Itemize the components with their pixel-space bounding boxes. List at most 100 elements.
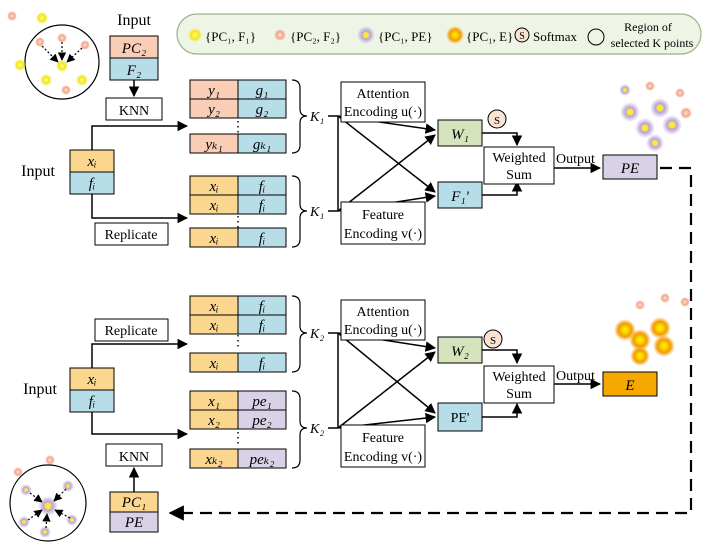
top-neighbor-y1: y₁	[206, 83, 220, 99]
bottom-attention-line2: Encoding u(·)	[344, 323, 422, 338]
legend-region-icon	[587, 28, 605, 46]
top-main-input-label: Input	[21, 163, 55, 180]
top-neighbor-table: y₁ g₁ y₂ g₂ ⋮ yₖ₁ gₖ₁	[189, 79, 287, 154]
bottom-sum-line2: Sum	[506, 387, 532, 402]
bottom-main-input-label: Input	[23, 381, 57, 398]
bottom-nb-xk: xₖ₂	[204, 452, 222, 468]
top-neighbor-gk: gₖ₁	[253, 137, 271, 153]
top-rep-x1: xᵢ	[208, 179, 218, 195]
bottom-k-label-2: K₂	[309, 422, 324, 437]
bottom-weight: W₂	[451, 344, 469, 360]
top-rep-x2: xᵢ	[208, 198, 218, 214]
top-attention-line1: Attention	[357, 87, 410, 102]
legend-item-1: {PC₁, F₁}	[205, 29, 256, 44]
legend-item-2: {PC₂, F₂}	[290, 29, 341, 44]
top-rep-f2: fᵢ	[259, 198, 266, 214]
legend-item-4: {PC₁, E}	[466, 29, 513, 44]
legend-softmax-symbol: S	[519, 31, 525, 42]
top-neighbor-dots: ⋮	[231, 120, 245, 135]
top-feature-out: F₁'	[450, 189, 469, 205]
top-left-point-cloud	[7, 11, 100, 100]
bottom-rep-x1: xᵢ	[208, 299, 218, 315]
bottom-knn-box	[105, 443, 163, 467]
bottom-softmax-icon	[483, 329, 503, 349]
top-brace-2	[291, 175, 308, 248]
bottom-replicate-label: Replicate	[105, 324, 158, 339]
legend: {PC₁, F₁} {PC₂, F₂} {PC₁, PE} {PC₁, E} S…	[176, 13, 702, 55]
bottom-sum-line1: Weighted	[492, 370, 545, 385]
bottom-attention-line1: Attention	[357, 305, 410, 320]
bottom-feature-box	[340, 424, 426, 468]
top-rep-f3: fᵢ	[259, 231, 266, 247]
bottom-neighbor-table: x₁ pe₁ x₂ pe₂ ⋮ xₖ₂ peₖ₂	[189, 390, 287, 469]
legend-region-label-2: selected K points	[611, 36, 694, 50]
legend-yellow-point-icon	[188, 28, 202, 42]
top-rep-dots: ⋮	[231, 215, 245, 230]
bottom-weight-box	[437, 336, 483, 364]
top-output-value: PE	[620, 161, 639, 177]
top-softmax-symbol: S	[494, 115, 500, 127]
bottom-rep-f3: fᵢ	[259, 356, 266, 372]
bottom-rep-f1: fᵢ	[259, 299, 266, 315]
top-brace-1	[291, 79, 308, 154]
bottom-nb-x1: x₁	[207, 394, 220, 410]
bottom-knn-label: KNN	[119, 450, 149, 465]
bottom-brace-1	[291, 295, 308, 373]
legend-region-label-1: Region of	[624, 20, 672, 34]
bottom-replicate-box	[94, 318, 169, 342]
bottom-output-value: E	[624, 378, 634, 394]
bottom-right-point-cloud	[614, 293, 690, 366]
top-attention-line2: Encoding u(·)	[344, 105, 422, 120]
top-output-box	[602, 154, 658, 180]
bottom-nb-x2: x₂	[207, 413, 220, 429]
bottom-input-pc: PC₁	[121, 495, 146, 511]
top-sum-line2: Sum	[506, 168, 532, 183]
bottom-region-circle-icon	[9, 464, 87, 542]
top-fi: fᵢ	[89, 176, 96, 192]
legend-softmax-icon	[514, 27, 530, 43]
bottom-nb-dots: ⋮	[231, 431, 245, 446]
bottom-rep-x2: xᵢ	[208, 318, 218, 334]
top-sum-box	[483, 146, 555, 185]
top-knn-label: KNN	[119, 104, 149, 119]
top-k-label-1: K₁	[309, 110, 324, 125]
top-rep-f1: fᵢ	[259, 179, 266, 195]
top-rep-x3: xᵢ	[208, 231, 218, 247]
bottom-nb-pe1: pe₁	[251, 394, 271, 410]
top-feature-line1: Feature	[362, 208, 404, 223]
bottom-fi: fᵢ	[89, 394, 96, 410]
top-replicate-label: Replicate	[105, 228, 158, 243]
top-feature-out-box	[437, 181, 483, 209]
bottom-k-label-1: K₂	[309, 327, 324, 342]
bottom-nb-pe2: pe₂	[251, 413, 271, 429]
top-attention-box	[340, 81, 426, 123]
top-neighbor-g1: g₁	[256, 83, 269, 99]
bottom-output-label: Output	[556, 369, 595, 384]
legend-orange-point-icon	[274, 29, 286, 41]
bottom-input-pe: PE	[124, 515, 143, 531]
top-sum-line1: Weighted	[492, 151, 545, 166]
bottom-feature-line1: Feature	[362, 431, 404, 446]
bottom-nb-pek: peₖ₂	[249, 452, 275, 468]
bottom-left-point-cloud	[9, 455, 87, 542]
top-feature-line2: Encoding v(·)	[344, 227, 422, 242]
bottom-softmax-symbol: S	[490, 335, 496, 347]
top-output-label: Output	[556, 152, 595, 167]
bottom-feature-line2: Encoding v(·)	[344, 450, 422, 465]
feedback-dashed-connector	[168, 166, 693, 521]
bottom-brace-2	[291, 390, 308, 469]
bottom-rep-f2: fᵢ	[259, 318, 266, 334]
top-neighbor-y2: y₂	[206, 102, 220, 118]
bottom-replicate-table: xᵢ fᵢ xᵢ fᵢ ⋮ xᵢ fᵢ	[189, 295, 287, 373]
top-right-point-cloud	[619, 81, 692, 152]
bottom-pipeline: Input xᵢ fᵢ Replicate KNN PC₁ PE	[9, 293, 690, 542]
top-neighbor-g2: g₂	[256, 102, 269, 118]
top-input-label: Input	[117, 12, 151, 29]
top-k-label-2: K₁	[309, 205, 324, 220]
bottom-rep-dots: ⋮	[231, 334, 245, 349]
bottom-sum-box	[483, 365, 555, 404]
top-pipeline: Input PC₂ F₂ KNN Input xᵢ fᵢ Replicate y…	[21, 12, 692, 248]
top-weight-box	[437, 119, 483, 147]
bottom-output-box	[602, 371, 658, 397]
